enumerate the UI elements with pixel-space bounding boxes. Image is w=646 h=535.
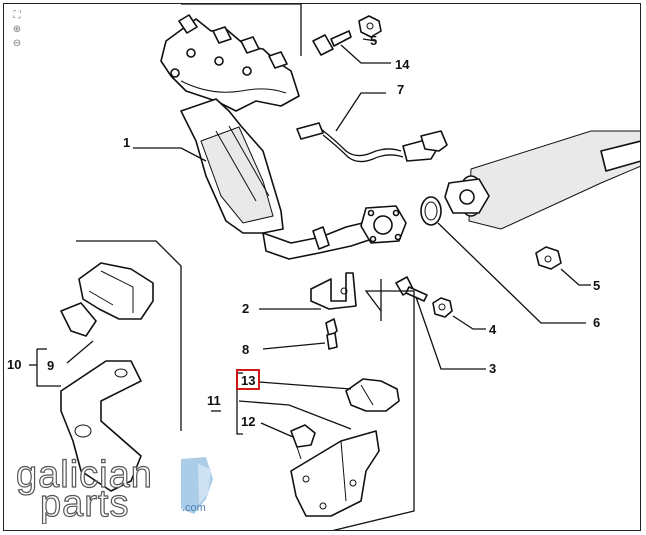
diagram-frame: ⛶ ⊕ ⊖ xyxy=(3,3,641,531)
callout-3[interactable]: 3 xyxy=(489,361,496,376)
callout-11[interactable]: 11 xyxy=(207,393,221,408)
rear-muffler xyxy=(444,130,640,230)
nut-5-right xyxy=(535,246,562,270)
callout-12[interactable]: 12 xyxy=(241,414,255,429)
clamp-13 xyxy=(345,378,400,412)
callout-5-top[interactable]: 5 xyxy=(370,33,377,48)
zoom-out-icon[interactable]: ⊖ xyxy=(12,38,22,49)
leader-lines xyxy=(29,38,591,438)
callout-8[interactable]: 8 xyxy=(242,342,249,357)
callout-14[interactable]: 14 xyxy=(395,57,410,72)
callout-7[interactable]: 7 xyxy=(397,82,404,97)
zoom-in-icon[interactable]: ⊕ xyxy=(12,24,22,35)
callout-9[interactable]: 9 xyxy=(47,358,54,373)
logo-word-galician: galician xyxy=(16,454,153,496)
bolt-14 xyxy=(312,30,352,56)
logo-word-parts: parts xyxy=(40,483,129,524)
nut-4 xyxy=(432,297,453,318)
bracket-11 xyxy=(290,430,380,517)
catalytic-converter xyxy=(180,98,407,260)
bolt-3 xyxy=(395,276,428,302)
callout-1[interactable]: 1 xyxy=(123,135,130,150)
callout-10[interactable]: 10 xyxy=(7,357,21,372)
logo-domain: .com xyxy=(182,502,206,514)
callout-13-highlight xyxy=(236,369,260,390)
callout-2[interactable]: 2 xyxy=(242,301,249,316)
galicianparts-watermark-logo: galician parts .com xyxy=(16,454,213,524)
left-group-outline xyxy=(76,240,182,431)
top-group-bracket xyxy=(181,4,302,56)
bracket-10 xyxy=(60,360,142,492)
callout-5-right[interactable]: 5 xyxy=(593,278,600,293)
gasket-6 xyxy=(420,196,442,226)
screw-8 xyxy=(325,318,338,350)
callout-13[interactable]: 13 xyxy=(241,373,255,388)
exhaust-manifold xyxy=(160,14,300,112)
lambda-sensor xyxy=(296,122,448,163)
bracket-2 xyxy=(310,272,357,310)
exploded-parts-diagram: 1 5 14 7 5 6 4 3 2 8 13 11 12 9 10 xyxy=(7,4,640,530)
bottom-group-outline xyxy=(332,279,415,530)
callout-4[interactable]: 4 xyxy=(489,322,497,337)
clamp-9 xyxy=(60,262,154,337)
nut-5-top xyxy=(358,15,382,38)
screw-12 xyxy=(290,424,316,460)
callout-6[interactable]: 6 xyxy=(593,315,600,330)
fit-icon[interactable]: ⛶ xyxy=(13,10,21,21)
